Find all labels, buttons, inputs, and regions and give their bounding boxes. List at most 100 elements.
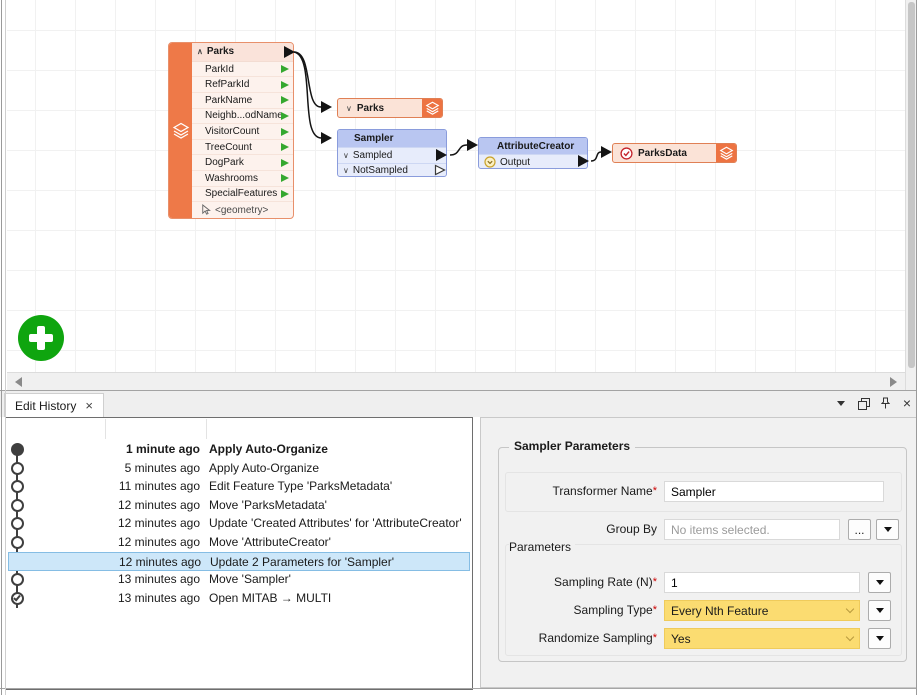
- writer-node-parksdata[interactable]: ParksData: [612, 143, 737, 163]
- transformer-node-sampler[interactable]: Sampler ∨ Sampled ∨ NotSampled: [337, 129, 447, 177]
- attribute-row[interactable]: SpecialFeatures: [192, 187, 293, 203]
- port-notsampled[interactable]: ∨ NotSampled: [338, 162, 446, 176]
- float-panel-icon[interactable]: [857, 398, 870, 410]
- history-row[interactable]: 1 minute ago Apply Auto-Organize: [8, 440, 470, 459]
- attribute-port-icon[interactable]: [281, 127, 289, 136]
- transformer-name-input[interactable]: [664, 481, 884, 502]
- output-port-arrow[interactable]: [436, 149, 447, 161]
- close-panel-icon[interactable]: ×: [902, 395, 911, 411]
- attribute-port-icon[interactable]: [281, 174, 289, 183]
- attribute-row[interactable]: ParkName: [192, 93, 293, 109]
- history-time: 12 minutes ago: [118, 554, 201, 569]
- port-output[interactable]: Output: [479, 154, 587, 168]
- timeline-node[interactable]: [11, 498, 24, 512]
- timeline-node[interactable]: [11, 480, 24, 494]
- statusbar-divider: [0, 688, 917, 689]
- timeline-node[interactable]: [11, 573, 24, 587]
- writer-layers-block: [716, 144, 736, 162]
- attributecreator-header[interactable]: AttributeCreator: [479, 138, 587, 154]
- workflow-canvas[interactable]: [7, 0, 905, 372]
- attribute-port-icon[interactable]: [281, 143, 289, 152]
- attribute-row[interactable]: Neighb...odName: [192, 109, 293, 125]
- port-chevron-icon[interactable]: ∨: [343, 166, 349, 176]
- attribute-label: Washrooms: [205, 172, 258, 184]
- parameters-section-label: Parameters: [509, 540, 576, 554]
- randomize-sampling-value: Yes: [671, 631, 691, 646]
- timeline-node-current[interactable]: [11, 443, 24, 456]
- reader-header[interactable]: ∧ Parks: [192, 43, 293, 62]
- attribute-row[interactable]: TreeCount: [192, 140, 293, 156]
- attribute-port-icon[interactable]: [281, 80, 289, 89]
- output-port-arrow[interactable]: [284, 46, 295, 58]
- history-row[interactable]: 13 minutes ago Move 'Sampler': [8, 570, 470, 589]
- attribute-port-icon[interactable]: [281, 111, 289, 120]
- timeline-node[interactable]: [11, 536, 24, 549]
- timeline-node[interactable]: [11, 517, 24, 531]
- attribute-row[interactable]: RefParkId: [192, 77, 293, 93]
- history-action: Move 'AttributeCreator': [209, 535, 331, 549]
- history-row[interactable]: 12 minutes ago Move 'AttributeCreator': [8, 533, 470, 552]
- attribute-port-icon[interactable]: [281, 158, 289, 167]
- geometry-row[interactable]: <geometry>: [192, 202, 293, 218]
- group-by-browse-button[interactable]: ...: [848, 519, 871, 540]
- canvas-vertical-scrollbar[interactable]: [905, 0, 916, 390]
- sampling-type-value: Every Nth Feature: [671, 603, 769, 618]
- attribute-port-icon[interactable]: [281, 189, 289, 198]
- port-chevron-icon[interactable]: ∨: [343, 150, 349, 160]
- output-port-arrow[interactable]: [578, 155, 589, 167]
- history-row[interactable]: 12 minutes ago Update 'Created Attribute…: [8, 514, 470, 533]
- pin-icon[interactable]: [880, 397, 890, 410]
- sampling-rate-input[interactable]: [664, 572, 860, 593]
- canvas-horizontal-scrollbar[interactable]: [7, 372, 905, 390]
- history-row-selected[interactable]: 12 minutes ago Update 2 Parameters for '…: [8, 551, 470, 571]
- input-port-arrow[interactable]: [601, 146, 612, 158]
- reader-feature-bar: [169, 43, 192, 218]
- attribute-label: RefParkId: [205, 79, 250, 91]
- sampling-type-dropdown-button[interactable]: [868, 600, 891, 621]
- attribute-row[interactable]: DogPark: [192, 155, 293, 172]
- port-sampled[interactable]: ∨ Sampled: [338, 147, 446, 163]
- reader-node-parks[interactable]: ∧ Parks ParkId RefParkId ParkName Neighb…: [168, 42, 294, 219]
- transformer-node-attributecreator[interactable]: AttributeCreator Output: [478, 137, 588, 169]
- scroll-left-icon[interactable]: [15, 377, 22, 387]
- history-action: Apply Auto-Organize: [209, 442, 328, 456]
- sampler-title: Sampler: [354, 133, 394, 144]
- group-by-dropdown-button[interactable]: [876, 519, 899, 540]
- history-row[interactable]: 5 minutes ago Apply Auto-Organize: [8, 459, 470, 478]
- attribute-row[interactable]: Washrooms: [192, 171, 293, 187]
- history-row[interactable]: 13 minutes ago Open MITAB → MULTI: [8, 589, 470, 608]
- add-transformer-button[interactable]: [18, 315, 64, 361]
- unconnected-port-arrow[interactable]: [434, 164, 446, 176]
- sampling-type-select[interactable]: Every Nth Feature: [664, 600, 860, 621]
- panel-menu-caret-icon[interactable]: [836, 400, 845, 406]
- expand-chevron-icon[interactable]: ∨: [346, 103, 352, 113]
- sampler-header[interactable]: Sampler: [338, 130, 446, 147]
- scroll-right-icon[interactable]: [890, 377, 897, 387]
- attribute-port-icon[interactable]: [281, 96, 289, 105]
- tab-close-icon[interactable]: ×: [85, 398, 93, 413]
- history-action: Edit Feature Type 'ParksMetadata': [209, 479, 393, 494]
- writer-node-parks[interactable]: ∨ Parks: [337, 98, 443, 118]
- attribute-row[interactable]: ParkId: [192, 62, 293, 78]
- scrollbar-thumb[interactable]: [908, 2, 915, 368]
- randomize-sampling-dropdown-button[interactable]: [868, 628, 891, 649]
- group-by-input[interactable]: [664, 519, 840, 540]
- select-chevron-icon: [845, 632, 855, 642]
- timeline-node-origin[interactable]: [11, 591, 24, 605]
- sampling-rate-dropdown-button[interactable]: [868, 572, 891, 593]
- column-divider: [206, 419, 207, 439]
- history-row[interactable]: 12 minutes ago Move 'ParksMetadata': [8, 496, 470, 515]
- history-row[interactable]: 11 minutes ago Edit Feature Type 'ParksM…: [8, 477, 470, 496]
- input-port-arrow[interactable]: [467, 139, 478, 151]
- tab-edit-history[interactable]: Edit History ×: [4, 393, 104, 417]
- input-port-arrow[interactable]: [321, 132, 332, 144]
- input-port-arrow[interactable]: [321, 101, 332, 113]
- timeline-node[interactable]: [11, 461, 24, 475]
- attribute-row[interactable]: VisitorCount: [192, 124, 293, 140]
- bottom-panel-tabbar: Edit History × ×: [0, 391, 917, 417]
- randomize-sampling-select[interactable]: Yes: [664, 628, 860, 649]
- collapse-chevron-icon[interactable]: ∧: [197, 47, 203, 57]
- cached-output-icon[interactable]: [484, 156, 496, 168]
- attribute-port-icon[interactable]: [281, 65, 289, 74]
- port-label: Output: [500, 156, 531, 168]
